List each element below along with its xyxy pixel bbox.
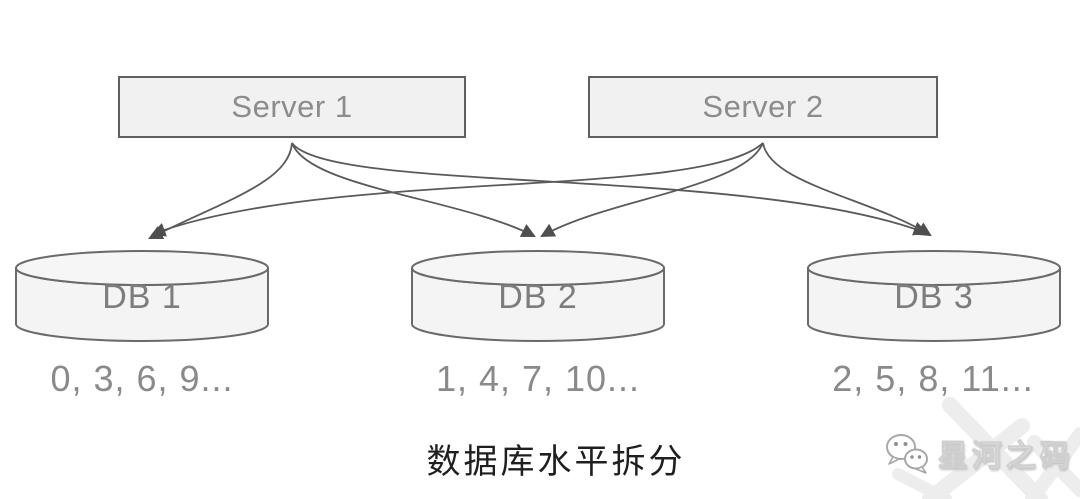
arrow-server1-db2 — [291, 142, 536, 237]
db-3-label: DB 3 — [894, 277, 974, 316]
arrow-server1-db1 — [148, 142, 293, 239]
cylinder-shape — [807, 250, 1061, 342]
server-2-label: Server 2 — [702, 89, 824, 124]
wechat-icon — [886, 434, 928, 474]
db-1-shard-values: 0, 3, 6, 9... — [50, 358, 234, 399]
cylinder-shape — [411, 250, 665, 342]
db-1-label: DB 1 — [102, 277, 182, 316]
server-1-label: Server 1 — [231, 89, 353, 124]
db-3-cylinder: DB 3 — [806, 249, 1062, 343]
db-1-cylinder: DB 1 — [14, 249, 270, 343]
arrow-server1-db3 — [291, 142, 929, 236]
db-2-shard-values: 1, 4, 7, 10... — [435, 358, 641, 399]
server-1-box: Server 1 — [118, 76, 466, 138]
brand-watermark: 星河之码 — [884, 432, 1074, 474]
cylinder-shape — [15, 250, 269, 342]
diagram-caption: 数据库水平拆分 — [426, 444, 686, 481]
db-2-cylinder: DB 2 — [410, 249, 666, 343]
arrow-server2-db1 — [150, 142, 764, 237]
arrow-server2-db2 — [540, 142, 764, 238]
server-2-box: Server 2 — [588, 76, 938, 138]
arrow-server2-db3 — [762, 142, 932, 237]
db-3-shard-values: 2, 5, 8, 11... — [832, 358, 1034, 399]
db-2-label: DB 2 — [498, 277, 578, 316]
brand-name: 星河之码 — [938, 440, 1074, 474]
